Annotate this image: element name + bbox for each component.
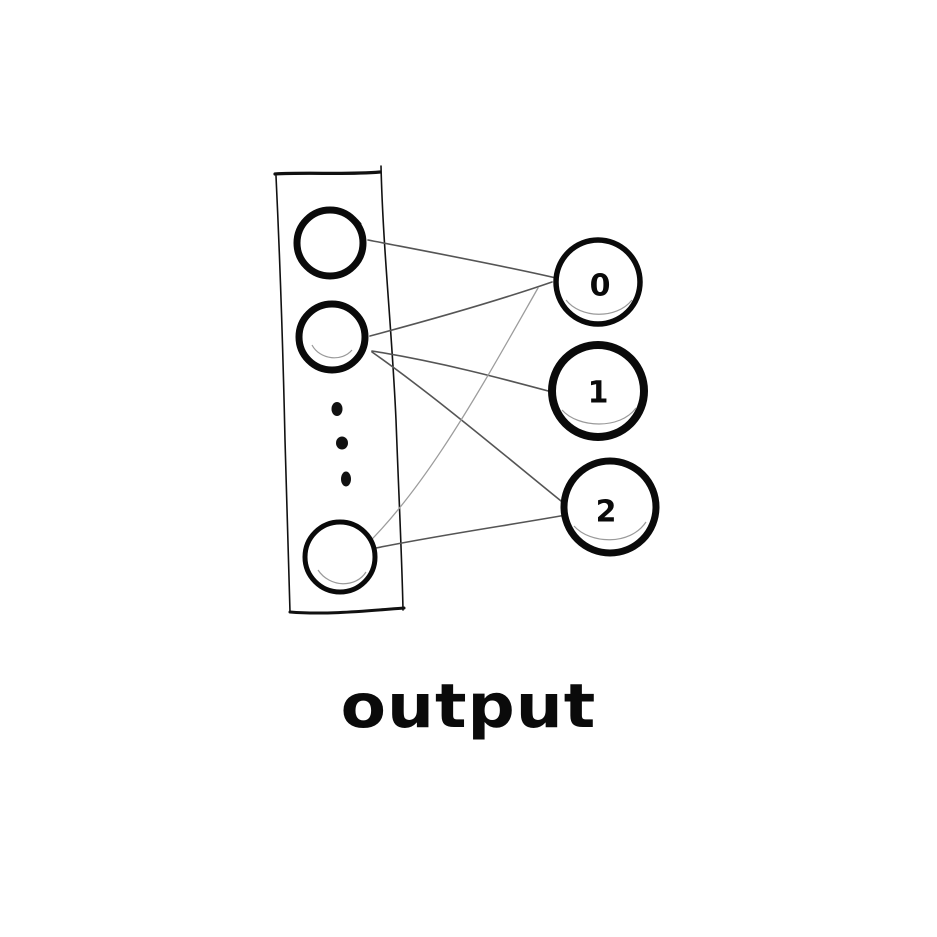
connection-input2-output0 xyxy=(369,281,553,337)
connection-input1-output0 xyxy=(367,239,557,279)
output-node-1-label: 1 xyxy=(588,376,609,411)
ellipsis-dot-1 xyxy=(331,402,343,416)
output-node-0-label: 0 xyxy=(590,269,611,304)
input-node-last xyxy=(302,519,378,595)
input-layer-box xyxy=(273,165,406,615)
output-node-2-label: 2 xyxy=(596,495,617,530)
ellipsis-dot-2 xyxy=(336,436,348,450)
connection-inputlast-output2 xyxy=(375,514,567,549)
output-node-2: 2 xyxy=(560,457,660,557)
connection-inputlast-output0 xyxy=(349,287,539,561)
connections xyxy=(349,239,567,561)
connection-input2-output1 xyxy=(371,350,553,393)
input-node-2 xyxy=(295,300,369,374)
input-node-1 xyxy=(293,206,367,280)
ellipsis-dot-3 xyxy=(341,471,351,487)
connection-input2-output2 xyxy=(371,351,567,506)
diagram-caption: output xyxy=(340,671,597,742)
output-node-0: 0 xyxy=(553,237,643,327)
output-node-1: 1 xyxy=(548,341,648,441)
ellipsis-dots xyxy=(331,402,351,487)
